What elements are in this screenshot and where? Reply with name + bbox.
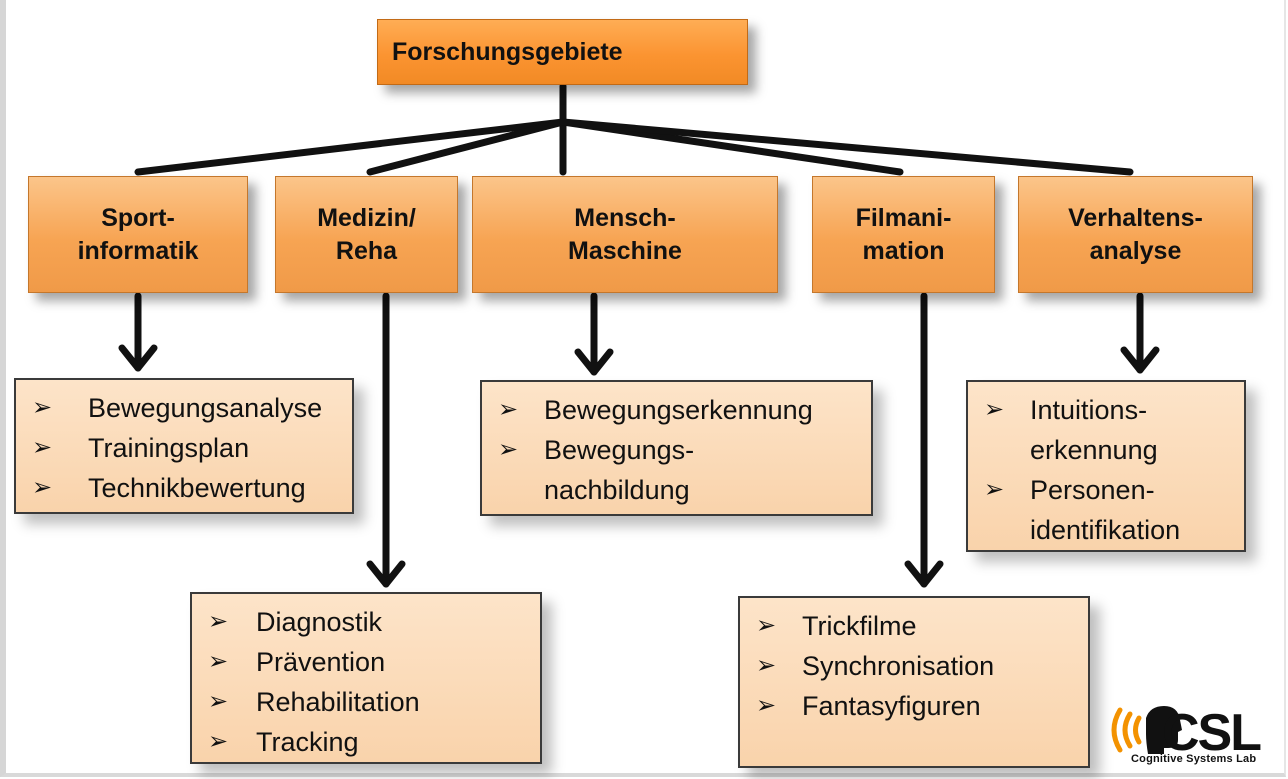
category-sportinformatik: Sport- informatik bbox=[28, 176, 248, 293]
category-line: Reha bbox=[335, 236, 398, 265]
arrow-medizin-head bbox=[366, 560, 406, 588]
list-item: ➢ Prävention bbox=[192, 642, 540, 682]
bullet-icon: ➢ bbox=[756, 612, 777, 639]
list-item: ➢ Bewegungs- nachbildung bbox=[482, 430, 871, 510]
list-item-label: Rehabilitation bbox=[256, 687, 420, 717]
list-filmanimation: ➢ Trickfilme ➢ Synchronisation ➢ Fantasy… bbox=[738, 596, 1090, 768]
category-verhaltensanalyse: Verhaltens- analyse bbox=[1018, 176, 1253, 293]
list-item-label: Trainingsplan bbox=[88, 433, 250, 463]
bullet-icon: ➢ bbox=[32, 394, 53, 421]
list-item-label: Personen- bbox=[1030, 475, 1155, 505]
list-item: ➢ Trickfilme bbox=[740, 606, 1088, 646]
arrow-mensch-head bbox=[574, 348, 614, 376]
category-line: Sport- bbox=[101, 204, 175, 232]
category-line: Filmani- bbox=[855, 204, 952, 232]
list-item: ➢ Intuitions- erkennung bbox=[968, 390, 1244, 470]
list-item: ➢ Bewegungsanalyse bbox=[16, 388, 352, 428]
list-item: ➢ Fantasyfiguren bbox=[740, 686, 1088, 726]
list-item-label: Bewegungs- bbox=[544, 435, 695, 465]
root-label: Forschungsgebiete bbox=[392, 38, 623, 66]
list-sportinformatik: ➢ Bewegungsanalyse ➢ Trainingsplan ➢ Tec… bbox=[14, 378, 354, 514]
category-line: Maschine bbox=[568, 236, 682, 265]
branch-sport bbox=[134, 118, 567, 176]
list-item: ➢ Bewegungserkennung bbox=[482, 390, 871, 430]
bullet-icon: ➢ bbox=[208, 648, 229, 675]
root-box: Forschungsgebiete bbox=[377, 19, 748, 85]
list-item-label: identifikation bbox=[1030, 515, 1181, 545]
branch-verhalten bbox=[559, 118, 1134, 176]
bullet-icon: ➢ bbox=[208, 728, 229, 755]
arrow-sport-head bbox=[118, 344, 158, 372]
bullet-icon: ➢ bbox=[32, 474, 53, 501]
list-item-label: Bewegungserkennung bbox=[544, 395, 813, 425]
bullet-icon: ➢ bbox=[756, 652, 777, 679]
list-item: ➢ Technikbewertung bbox=[16, 468, 352, 508]
logo-subtitle: Cognitive Systems Lab bbox=[1131, 753, 1257, 765]
list-item-label: Technikbewertung bbox=[88, 473, 306, 503]
list-item: ➢ Rehabilitation bbox=[192, 682, 540, 722]
list-mensch-maschine: ➢ Bewegungserkennung ➢ Bewegungs- nachbi… bbox=[480, 380, 873, 516]
list-item-label: Trickfilme bbox=[802, 611, 917, 641]
list-item: ➢ Diagnostik bbox=[192, 602, 540, 642]
category-medizin-reha: Medizin/ Reha bbox=[275, 176, 458, 293]
list-item: ➢ Synchronisation bbox=[740, 646, 1088, 686]
bullet-icon: ➢ bbox=[498, 436, 519, 463]
category-line: Mensch- bbox=[574, 204, 676, 232]
list-item-label: Fantasyfiguren bbox=[802, 691, 981, 721]
list-item-label: Tracking bbox=[256, 727, 359, 757]
list-item-label: erkennung bbox=[1030, 435, 1158, 465]
list-item-label: nachbildung bbox=[544, 475, 690, 505]
bullet-icon: ➢ bbox=[498, 396, 519, 423]
list-item-label: Diagnostik bbox=[256, 607, 383, 637]
arrow-film-head bbox=[904, 560, 944, 588]
bullet-icon: ➢ bbox=[208, 688, 229, 715]
bullet-icon: ➢ bbox=[984, 396, 1005, 423]
category-filmanimation: Filmani- mation bbox=[812, 176, 995, 293]
logo-text: CSL bbox=[1162, 704, 1261, 762]
category-line: informatik bbox=[77, 236, 199, 265]
list-item-label: Prävention bbox=[256, 647, 386, 677]
category-line: Verhaltens- bbox=[1068, 204, 1203, 232]
category-line: analyse bbox=[1089, 236, 1182, 265]
list-item-label: Bewegungsanalyse bbox=[88, 393, 323, 423]
bullet-icon: ➢ bbox=[756, 692, 777, 719]
list-item: ➢ Trainingsplan bbox=[16, 428, 352, 468]
list-item: ➢ Personen- identifikation bbox=[968, 470, 1244, 550]
bullet-icon: ➢ bbox=[32, 434, 53, 461]
category-line: mation bbox=[862, 236, 945, 265]
list-item-label: Intuitions- bbox=[1030, 395, 1148, 425]
list-medizin-reha: ➢ Diagnostik ➢ Prävention ➢ Rehabilitati… bbox=[190, 592, 542, 764]
list-verhaltensanalyse: ➢ Intuitions- erkennung ➢ Personen- iden… bbox=[966, 380, 1246, 552]
arrow-verhalten-head bbox=[1120, 346, 1160, 374]
list-item-label: Synchronisation bbox=[802, 651, 995, 681]
list-item: ➢ Tracking bbox=[192, 722, 540, 762]
branch-medizin bbox=[366, 118, 567, 176]
bullet-icon: ➢ bbox=[208, 608, 229, 635]
category-mensch-maschine: Mensch- Maschine bbox=[472, 176, 778, 293]
category-line: Medizin/ bbox=[317, 204, 416, 232]
head-sound-waves-icon bbox=[1111, 706, 1182, 754]
csl-logo: CSL bbox=[1111, 704, 1263, 762]
bullet-icon: ➢ bbox=[984, 476, 1005, 503]
